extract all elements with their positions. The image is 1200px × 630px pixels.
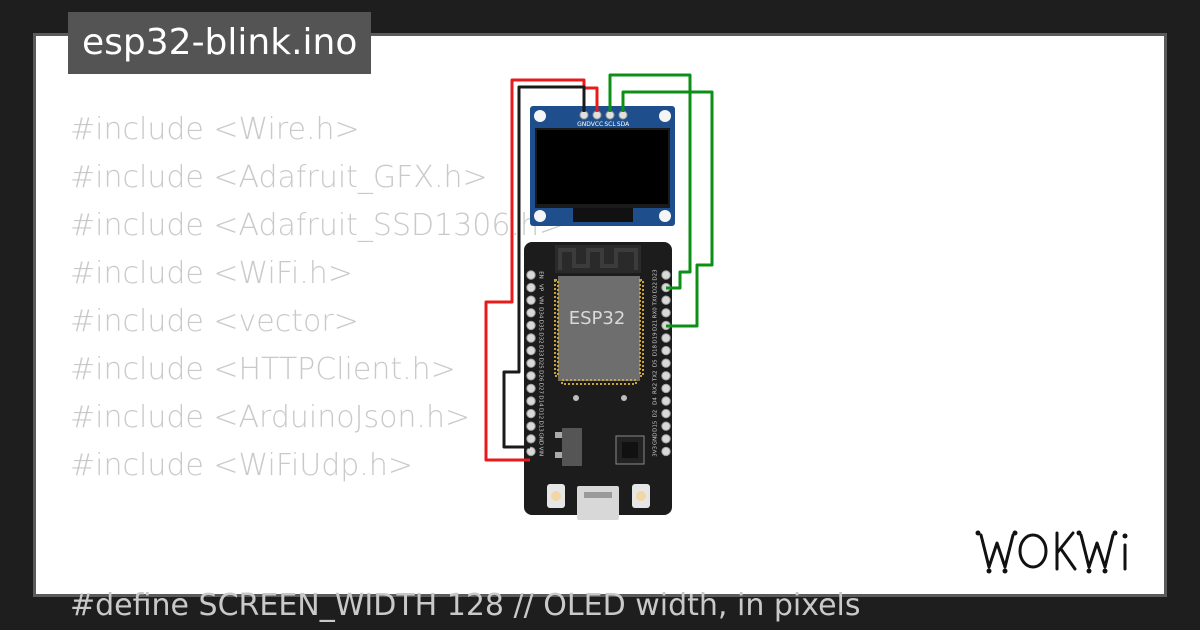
esp32-pin[interactable] [526, 446, 536, 457]
esp32-pin-label: D22 [653, 282, 659, 293]
oled-pin[interactable] [592, 110, 602, 120]
esp32-pin[interactable] [526, 383, 536, 394]
esp32-pin-label: 3V3 [653, 446, 659, 457]
code-background: #include <Wire.h> #include <Adafruit_GFX… [70, 106, 564, 490]
esp32-pin[interactable] [526, 396, 536, 406]
oled-pin-label: VCC [591, 121, 603, 128]
esp32-pin[interactable] [661, 270, 671, 280]
code-line: #include <ArduinoJson.h> [70, 400, 471, 435]
esp32-pin-label: RX2 [653, 383, 659, 394]
esp32-pin[interactable] [526, 308, 536, 318]
esp32-pin[interactable] [661, 396, 671, 406]
esp32-pin-label: GND [538, 432, 544, 445]
esp32-pin-label: VN [538, 296, 544, 304]
esp32-pin[interactable] [661, 308, 671, 318]
esp32-pin[interactable] [526, 270, 536, 280]
esp32-pin-label: D33 [538, 345, 544, 357]
esp32-pin-label: D14 [538, 395, 544, 407]
oled-screen [537, 130, 668, 204]
esp32-board[interactable]: ESP32 ENVPVND34D35D32D33D25D26D27D14D12D… [524, 242, 672, 520]
code-line-cutoff: #define SCREEN_WIDTH 128 // OLED width, … [70, 588, 861, 623]
oled-pin-label: GND [577, 121, 591, 128]
esp32-pin-label: D18 [653, 344, 659, 356]
esp32-pin[interactable] [661, 295, 671, 305]
code-line: #include <WiFi.h> [70, 256, 353, 291]
oled-pin-label: SDA [617, 121, 630, 128]
usb-port [577, 486, 619, 520]
esp32-pin-label: D5 [653, 359, 659, 367]
esp32-pin[interactable] [526, 371, 536, 381]
esp32-pin[interactable] [661, 345, 671, 356]
esp32-pin[interactable] [661, 358, 671, 368]
esp32-pin-label: D2 [653, 410, 659, 418]
esp32-pin-label: D32 [538, 332, 544, 343]
esp32-pin[interactable] [661, 383, 671, 394]
esp32-pin[interactable] [661, 371, 671, 381]
wire-sda-d21 [621, 90, 714, 328]
esp32-pin[interactable] [526, 421, 536, 431]
esp32-pin-label: D35 [538, 320, 544, 332]
esp32-pin-label: GND [653, 432, 659, 445]
esp32-pin[interactable] [661, 408, 671, 419]
esp32-pin[interactable] [661, 421, 671, 431]
esp32-pin-label: D13 [538, 421, 544, 433]
esp32-pin-label: D15 [653, 420, 659, 432]
oled-pin[interactable] [605, 110, 615, 120]
esp32-pin[interactable] [526, 408, 536, 419]
file-name-tag: esp32-blink.ino [68, 12, 372, 74]
esp32-chip-label: ESP32 [569, 308, 626, 329]
code-line: #include <HTTPClient.h> [70, 352, 456, 387]
esp32-pin[interactable] [526, 345, 536, 356]
esp32-pin[interactable] [661, 446, 671, 457]
wire-gnd-gnd [502, 85, 586, 449]
esp32-pin[interactable] [526, 333, 536, 343]
esp32-pin-label: D12 [538, 408, 544, 419]
oled-pin[interactable] [579, 110, 589, 120]
esp32-pin-label: D26 [538, 370, 544, 382]
code-line: #include <vector> [70, 304, 359, 339]
esp32-pin[interactable] [526, 358, 536, 368]
code-line: #include <Adafruit_GFX.h> [70, 160, 488, 195]
esp32-pin[interactable] [661, 434, 671, 444]
esp32-pin-label: D27 [538, 383, 544, 395]
esp32-chip: ESP32 [554, 276, 644, 385]
esp32-right-pin-header: D23D22TX0RX0D21D19D18D5TX2RX2D4D2D15GND3… [653, 269, 671, 457]
esp32-pin-label: D25 [538, 358, 544, 370]
esp32-pin-label: VP [538, 284, 544, 292]
wokwi-logo [975, 530, 1128, 574]
esp32-pin-label: TX0 [653, 294, 659, 306]
code-line: #include <WiFiUdp.h> [70, 448, 413, 483]
esp32-pin[interactable] [661, 333, 671, 343]
wire-vcc-vin [484, 78, 599, 462]
oled-pin-label: SCL [604, 121, 616, 128]
esp32-pin-label: D23 [653, 269, 659, 281]
esp32-pin[interactable] [526, 320, 536, 331]
oled-pin[interactable] [618, 110, 628, 120]
esp32-pin-label: D4 [653, 397, 659, 405]
esp32-pin-label: VIN [538, 447, 544, 457]
esp32-pin-label: D21 [653, 320, 659, 331]
esp32-pin[interactable] [526, 434, 536, 444]
esp32-pin[interactable] [526, 282, 536, 293]
esp32-pin-label: RX0 [653, 307, 659, 319]
wires [484, 73, 714, 462]
esp32-pin-label: D34 [538, 307, 544, 319]
esp32-pin-label: EN [538, 271, 544, 279]
esp32-pin-label: TX2 [653, 370, 659, 382]
wire-scl-d22 [608, 73, 692, 290]
esp32-pin-label: D19 [653, 332, 659, 344]
code-line: #include <Adafruit_SSD1306.h> [70, 208, 565, 243]
esp32-pin[interactable] [526, 295, 536, 305]
code-line: #include <Wire.h> [70, 112, 360, 147]
